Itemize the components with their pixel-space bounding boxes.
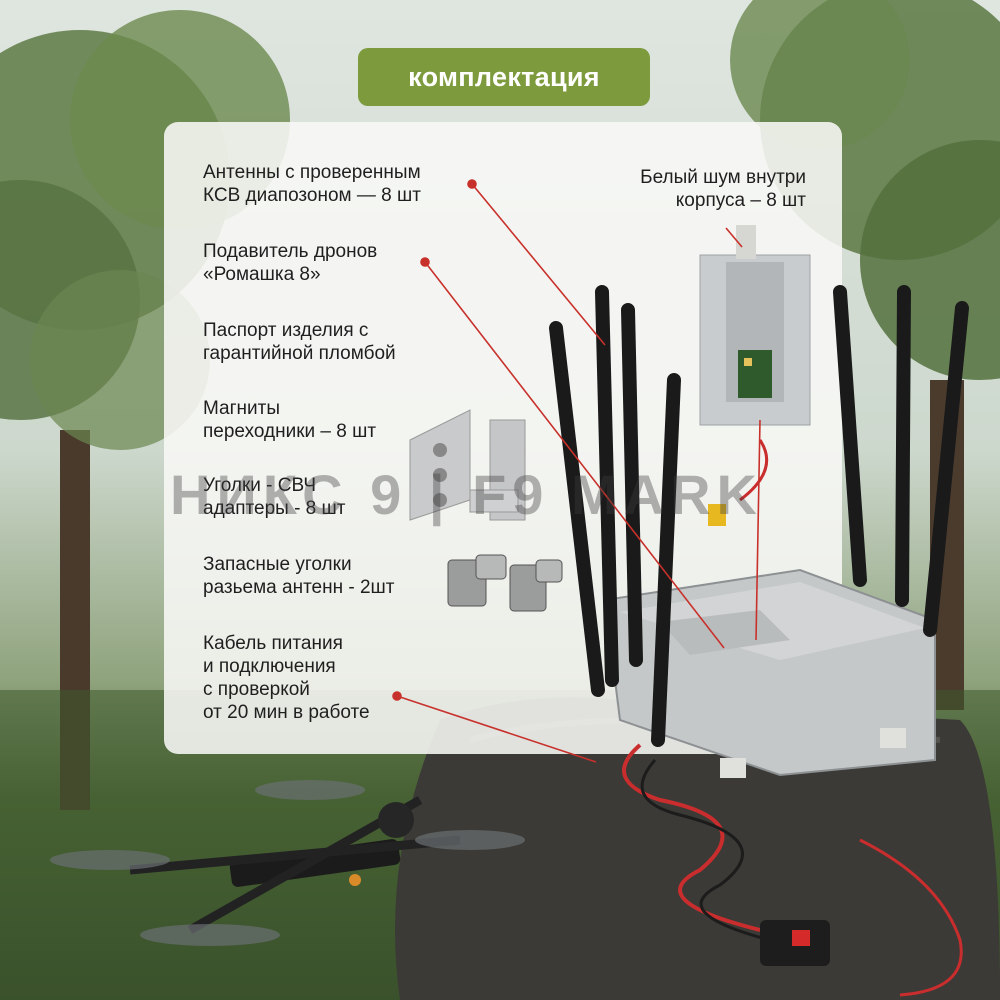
noise-module-icon — [699, 225, 811, 426]
item-line: Антенны с проверенным — [203, 162, 421, 183]
item-spare-angles: Запасные уголки разьема антенн - 2шт — [203, 553, 395, 599]
power-cable-icon — [622, 439, 963, 997]
section-title-badge: комплектация — [358, 48, 650, 106]
item-line: Запасные уголки — [203, 554, 352, 575]
watermark: НИКС 9 | F9 MARK — [170, 463, 763, 526]
angle-connector-icon — [447, 554, 563, 612]
drone-icon — [50, 780, 525, 946]
item-line: от 20 мин в работе — [203, 702, 370, 723]
item-line: КСВ диапозоном — 8 шт — [203, 185, 421, 206]
item-angles: Уголки - СВЧ адаптеры - 8 шт — [203, 474, 345, 520]
item-passport: Паспорт изделия с гарантийной пломбой — [203, 319, 396, 365]
item-line: разьема антенн - 2шт — [203, 577, 395, 598]
leader-lines — [392, 179, 761, 763]
item-line: адаптеры - 8 шт — [203, 498, 346, 519]
item-line: Паспорт изделия с — [203, 320, 369, 341]
item-line: переходники – 8 шт — [203, 421, 377, 442]
item-line: Кабель питания — [203, 633, 343, 654]
item-jammer: Подавитель дронов «Ромашка 8» — [203, 240, 377, 286]
magnet-adapter-icon — [409, 409, 526, 521]
item-white-noise: Белый шум внутри корпуса – 8 шт — [600, 166, 806, 212]
item-line: «Ромашка 8» — [203, 264, 321, 285]
item-line: Белый шум внутри — [640, 167, 806, 188]
antenna-icon — [549, 285, 969, 747]
rock-icon — [395, 697, 1000, 1000]
item-line: Магниты — [203, 398, 281, 419]
item-line: гарантийной пломбой — [203, 343, 396, 364]
item-antennas: Антенны с проверенным КСВ диапозоном — 8… — [203, 161, 421, 207]
item-line: Уголки - СВЧ — [203, 475, 316, 496]
item-line: Подавитель дронов — [203, 241, 378, 262]
item-magnets: Магниты переходники – 8 шт — [203, 397, 376, 443]
item-line: и подключения — [203, 656, 336, 677]
jammer-box-icon — [603, 568, 936, 778]
item-power-cable: Кабель питания и подключения с проверкой… — [203, 632, 370, 724]
item-line: корпуса – 8 шт — [675, 190, 806, 211]
item-line: с проверкой — [203, 679, 310, 700]
